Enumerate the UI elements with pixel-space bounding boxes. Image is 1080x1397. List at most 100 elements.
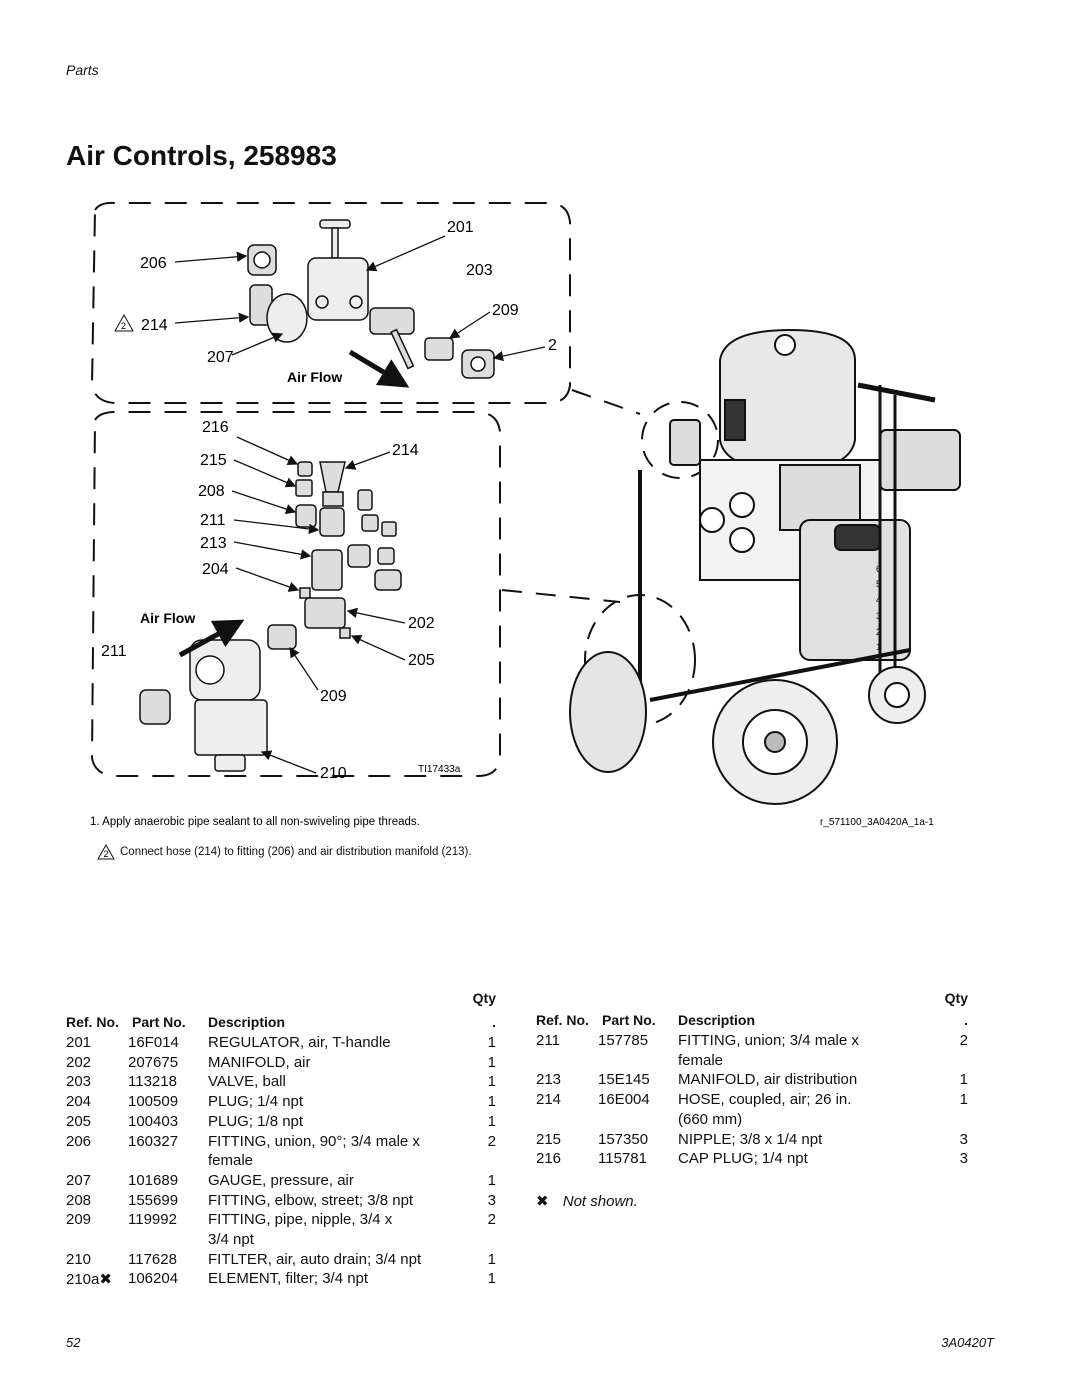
cell-qty: 3 (487, 1191, 496, 1209)
cell-ref: 204 (66, 1093, 92, 1111)
air-flow-label-top: Air Flow (287, 369, 342, 385)
cell-qty: 1 (487, 1073, 496, 1091)
ref-header: Ref. No. (536, 1012, 589, 1028)
filter-210 (189, 639, 268, 772)
svg-text:6: 6 (876, 564, 881, 574)
cell-qty: 1 (487, 1034, 496, 1051)
cell-part: 157350 (598, 1130, 649, 1148)
cell-ref: 209 (66, 1211, 92, 1229)
cell-qty: 1 (487, 1053, 496, 1071)
note-1: 1. Apply anaerobic pipe sealant to all n… (90, 816, 420, 828)
svg-text:4: 4 (876, 595, 881, 605)
part-header: Part No. (602, 1012, 656, 1028)
desc-header: Description (678, 1012, 756, 1028)
svg-text:3: 3 (876, 611, 881, 621)
cell-ref: 208 (66, 1191, 92, 1209)
top-detail-box (90, 201, 571, 404)
parts-diagram: 201 206 203 209 2 214 2 207 Air Flow (90, 201, 961, 828)
cell-part: 16F014 (128, 1034, 179, 1051)
manifold-202 (304, 597, 346, 629)
cell-part: 113218 (128, 1073, 177, 1091)
cell-ref: 207 (66, 1171, 92, 1189)
cell-desc: VALVE, ball (208, 1073, 286, 1091)
elbow-208 (357, 489, 373, 511)
cell-qty: 1 (487, 1171, 496, 1189)
callout-204: 204 (202, 561, 229, 578)
cell-desc: female (678, 1051, 724, 1069)
valve-203 (369, 307, 415, 370)
section-label: Parts (66, 62, 99, 78)
cell-desc: FITTING, union; 3/4 male x (678, 1032, 859, 1049)
cell-qty: 1 (487, 1093, 496, 1111)
callout-208: 208 (198, 483, 225, 500)
cell-ref: 211 (536, 1032, 560, 1049)
cell-part: 106204 (128, 1270, 179, 1288)
cell-part: 207675 (128, 1053, 179, 1071)
figure-id-right: r_571100_3A0420A_1a-1 (820, 817, 934, 828)
cell-ref: 203 (66, 1073, 92, 1091)
cell-ref: 214 (536, 1091, 562, 1109)
callout-203: 203 (466, 262, 493, 279)
callout-211-b: 211 (101, 643, 127, 660)
cell-qty: 1 (959, 1091, 968, 1109)
callout-210: 210 (320, 765, 347, 782)
callout-206: 206 (140, 255, 167, 272)
fitting-2 (461, 349, 495, 379)
svg-text:1: 1 (876, 642, 881, 652)
cell-desc: MANIFOLD, air (208, 1053, 311, 1071)
note-2-marker: 2 (114, 313, 134, 332)
cell-part: 115781 (598, 1150, 647, 1168)
cell-part: 100509 (128, 1093, 179, 1111)
cell-desc: female (208, 1152, 254, 1170)
air-flow-label-bottom: Air Flow (140, 610, 195, 626)
cell-qty: 3 (959, 1130, 968, 1148)
cap-plug-216 (297, 461, 313, 477)
doc-number: 3A0420T (941, 1335, 994, 1350)
cell-ref: 216 (536, 1150, 562, 1168)
cell-ref: 205 (66, 1112, 92, 1130)
cell-qty: 2 (487, 1211, 496, 1229)
cell-ref: 210 (66, 1250, 92, 1268)
cell-desc: 3/4 npt (208, 1231, 254, 1248)
cell-part: 101689 (128, 1171, 179, 1189)
plug-205 (339, 627, 351, 639)
callout-207: 207 (207, 349, 234, 366)
cell-desc: REGULATOR, air, T-handle (208, 1034, 391, 1051)
cell-part: 117628 (128, 1250, 177, 1268)
callout-216: 216 (202, 419, 229, 436)
cell-desc: FITTING, pipe, nipple, 3/4 x (208, 1211, 393, 1229)
cell-desc: MANIFOLD, air distribution (678, 1071, 858, 1089)
page-title: Air Controls, 258983 (66, 140, 337, 171)
cell-ref: 215 (536, 1130, 562, 1148)
callout-211-a: 211 (200, 512, 226, 529)
not-shown-marker: ✖ (536, 1193, 549, 1210)
cell-desc: (660 mm) (678, 1110, 743, 1128)
cell-qty: 2 (487, 1132, 496, 1150)
cell-ref: 206 (66, 1132, 92, 1150)
svg-text:2: 2 (121, 321, 126, 331)
cell-part: 160327 (128, 1132, 179, 1150)
cell-qty: 1 (487, 1270, 496, 1288)
pressure-scale: 6 5 4 3 2 1 (876, 564, 881, 652)
callout-214-top: 214 (141, 317, 168, 334)
not-shown-legend: ✖ Not shown. (536, 1192, 638, 1210)
cell-ref: 210a✖ (66, 1271, 112, 1289)
svg-text:5: 5 (876, 579, 881, 589)
cell-part: 15E145 (598, 1071, 650, 1089)
bottom-detail-box (90, 411, 501, 777)
cell-desc: HOSE, coupled, air; 26 in. (678, 1091, 852, 1109)
cell-part: 119992 (128, 1211, 177, 1229)
svg-text:2: 2 (876, 627, 881, 637)
cell-qty: 1 (959, 1071, 968, 1089)
cell-part: 100403 (128, 1112, 179, 1130)
plug-204 (299, 587, 311, 599)
qty-header: Qty (944, 990, 968, 1006)
cell-ref: 202 (66, 1053, 92, 1071)
note-2: Connect hose (214) to fitting (206) and … (120, 846, 472, 858)
cell-qty: 1 (487, 1250, 496, 1268)
callout-213: 213 (200, 535, 227, 552)
fitting-206 (247, 244, 277, 276)
callout-215: 215 (200, 452, 227, 469)
page-number: 52 (66, 1335, 81, 1350)
